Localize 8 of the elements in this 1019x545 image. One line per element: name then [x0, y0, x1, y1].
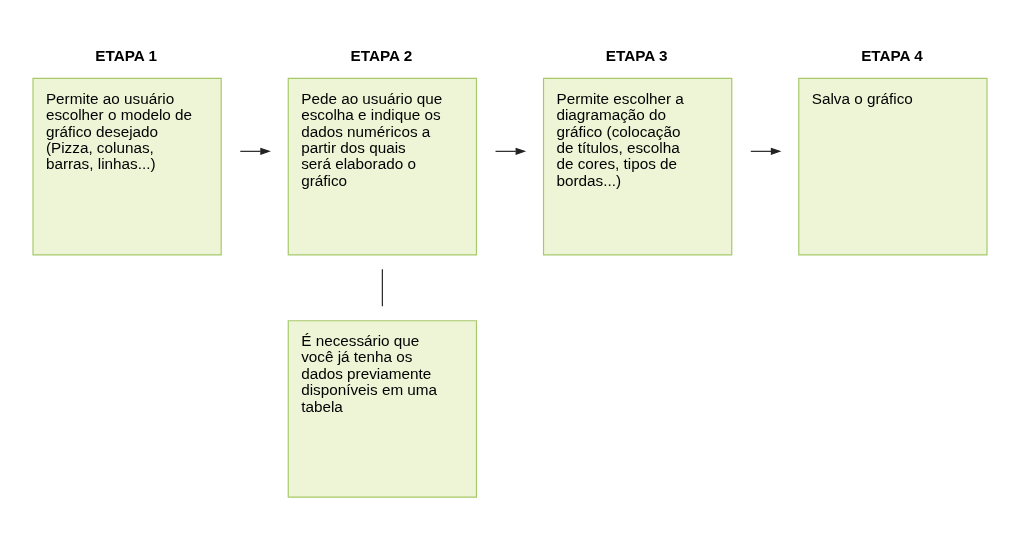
- arrow: [749, 147, 781, 156]
- node-label: ETAPA 4: [860, 47, 923, 65]
- connector: [381, 268, 383, 307]
- node-label: ETAPA 1: [94, 47, 157, 65]
- node-label: ETAPA 2: [350, 47, 412, 65]
- arrow: [239, 147, 271, 156]
- node-label: ETAPA 3: [605, 47, 668, 65]
- arrow: [494, 147, 526, 156]
